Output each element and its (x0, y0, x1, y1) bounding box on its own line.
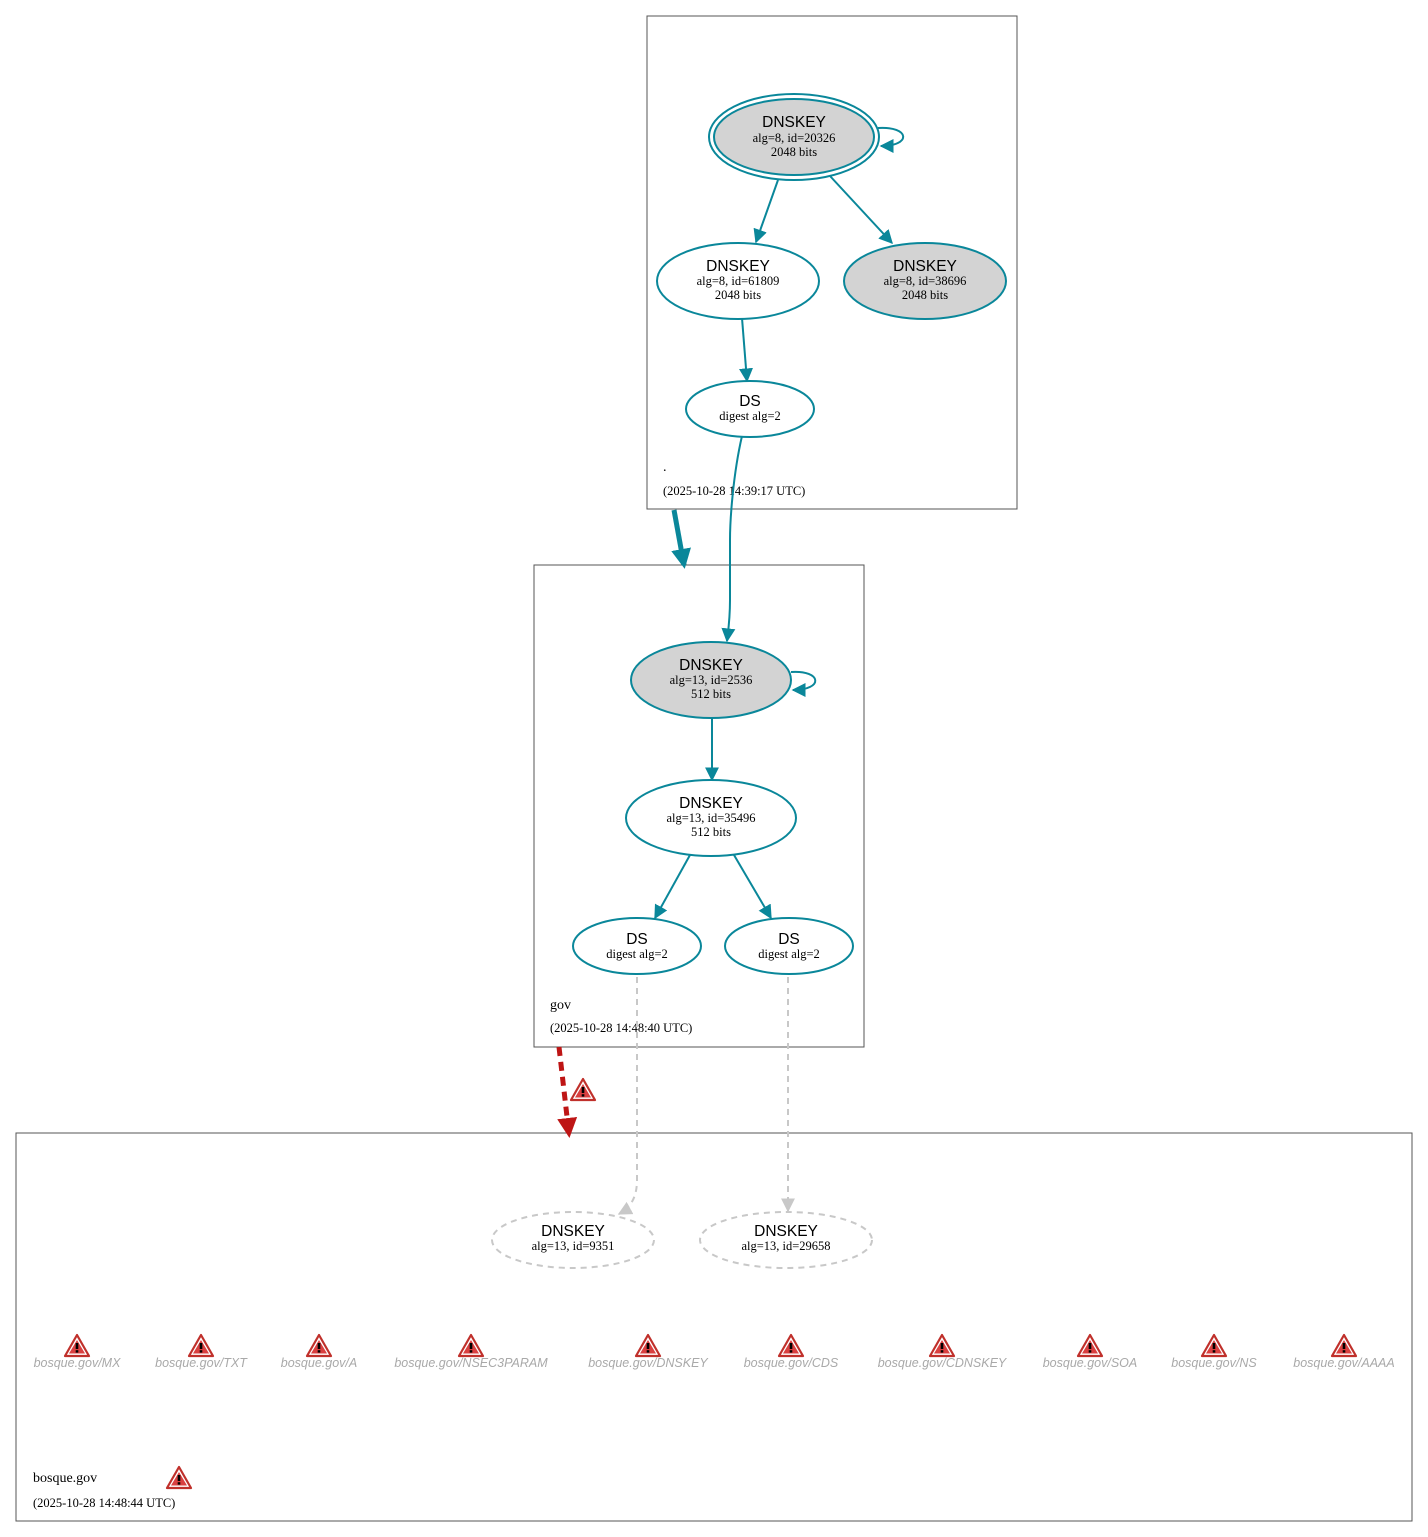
node-gov-ds2-detail: digest alg=2 (758, 947, 820, 961)
node-root-zsk1-type: DNSKEY (706, 258, 770, 275)
rrset-mx-label: bosque.gov/MX (34, 1356, 122, 1370)
node-root-zsk2[interactable]: DNSKEY alg=8, id=38696 2048 bits (843, 242, 1007, 320)
node-gov-zsk-size: 512 bits (691, 825, 731, 839)
node-bosque-key1-type: DNSKEY (541, 1223, 605, 1240)
rrset-dnskey[interactable]: bosque.gov/DNSKEY (588, 1333, 709, 1370)
zone-bosque-timestamp: (2025-10-28 14:48:44 UTC) (33, 1496, 175, 1510)
node-root-zsk2-type: DNSKEY (893, 258, 957, 275)
node-root-zsk1-detail: alg=8, id=61809 (697, 274, 780, 288)
node-bosque-key1[interactable]: DNSKEY alg=13, id=9351 (491, 1211, 655, 1269)
node-bosque-key2-detail: alg=13, id=29658 (741, 1239, 830, 1253)
edge-root-ksk-zsk2 (829, 175, 893, 245)
zone-bosque-name: bosque.gov (33, 1471, 97, 1486)
node-gov-ksk-size: 512 bits (691, 687, 731, 701)
zone-gov-timestamp: (2025-10-28 14:48:40 UTC) (550, 1021, 692, 1035)
edge-gov-zsk-ds2 (733, 854, 772, 920)
node-gov-zsk[interactable]: DNSKEY alg=13, id=35496 512 bits (625, 779, 797, 857)
edge-root-zsk1-ds (739, 317, 753, 383)
node-root-ds-detail: digest alg=2 (719, 409, 781, 423)
edge-gov-ksk-self (790, 670, 817, 697)
node-gov-ds2[interactable]: DS digest alg=2 (724, 917, 854, 975)
zone-bosque-box (15, 1132, 1413, 1522)
rrset-mx[interactable]: bosque.gov/MX (34, 1333, 122, 1370)
zone-root-name: . (663, 460, 667, 475)
edge-gov-zsk-ds1 (654, 854, 691, 920)
rrset-cds-label: bosque.gov/CDS (744, 1356, 839, 1370)
rrset-nsec3param[interactable]: bosque.gov/NSEC3PARAM (394, 1333, 548, 1370)
rrset-soa-label: bosque.gov/SOA (1043, 1356, 1138, 1370)
edge-gov-ds1-bosque-key1 (617, 977, 638, 1215)
node-root-ksk-type: DNSKEY (762, 114, 826, 131)
node-root-zsk2-size: 2048 bits (902, 288, 948, 302)
edge-root-ksk-zsk1 (753, 179, 779, 244)
rrset-cds[interactable]: bosque.gov/CDS (744, 1333, 839, 1370)
zone-gov-name: gov (550, 998, 571, 1013)
zone-root-timestamp: (2025-10-28 14:39:17 UTC) (663, 484, 805, 498)
node-gov-ds1[interactable]: DS digest alg=2 (572, 917, 702, 975)
rrset-ns[interactable]: bosque.gov/NS (1171, 1333, 1257, 1370)
rrset-dnskey-label: bosque.gov/DNSKEY (588, 1356, 709, 1370)
node-root-zsk1[interactable]: DNSKEY alg=8, id=61809 2048 bits (656, 242, 820, 320)
node-root-ds[interactable]: DS digest alg=2 (685, 380, 815, 438)
node-root-zsk2-detail: alg=8, id=38696 (884, 274, 967, 288)
rrset-soa[interactable]: bosque.gov/SOA (1043, 1333, 1138, 1370)
delegation-warning-icon[interactable] (569, 1077, 597, 1102)
rrset-cdnskey-label: bosque.gov/CDNSKEY (878, 1356, 1008, 1370)
node-gov-ksk-detail: alg=13, id=2536 (670, 673, 753, 687)
edge-delegation-root-gov (671, 509, 691, 569)
node-root-zsk1-size: 2048 bits (715, 288, 761, 302)
node-gov-ds1-detail: digest alg=2 (606, 947, 668, 961)
node-root-ds-type: DS (739, 393, 761, 410)
rrset-cdnskey[interactable]: bosque.gov/CDNSKEY (878, 1333, 1008, 1370)
rrset-aaaa-label: bosque.gov/AAAA (1293, 1356, 1394, 1370)
edge-root-ds-gov-ksk (721, 435, 743, 643)
node-gov-ksk[interactable]: DNSKEY alg=13, id=2536 512 bits (630, 641, 792, 719)
rrset-txt-label: bosque.gov/TXT (155, 1356, 248, 1370)
node-root-ksk-detail: alg=8, id=20326 (753, 131, 836, 145)
rrset-aaaa[interactable]: bosque.gov/AAAA (1293, 1333, 1395, 1370)
node-root-ksk-size: 2048 bits (771, 145, 817, 159)
node-bosque-key2[interactable]: DNSKEY alg=13, id=29658 (699, 1211, 873, 1269)
rrset-nsec3param-label: bosque.gov/NSEC3PARAM (394, 1356, 548, 1370)
edge-delegation-gov-bosque (556, 1046, 578, 1138)
node-bosque-key2-type: DNSKEY (754, 1223, 818, 1240)
node-gov-zsk-detail: alg=13, id=35496 (666, 811, 755, 825)
node-root-ksk[interactable]: DNSKEY alg=8, id=20326 2048 bits (708, 93, 880, 181)
edge-root-ksk-self (877, 126, 905, 153)
node-bosque-key1-detail: alg=13, id=9351 (532, 1239, 615, 1253)
node-gov-ksk-type: DNSKEY (679, 657, 743, 674)
node-gov-ds2-type: DS (778, 931, 800, 948)
rrset-a[interactable]: bosque.gov/A (281, 1333, 357, 1370)
rrset-txt[interactable]: bosque.gov/TXT (155, 1333, 248, 1370)
rrset-ns-label: bosque.gov/NS (1171, 1356, 1257, 1370)
node-gov-zsk-type: DNSKEY (679, 795, 743, 812)
node-gov-ds1-type: DS (626, 931, 648, 948)
rrset-a-label: bosque.gov/A (281, 1356, 357, 1370)
